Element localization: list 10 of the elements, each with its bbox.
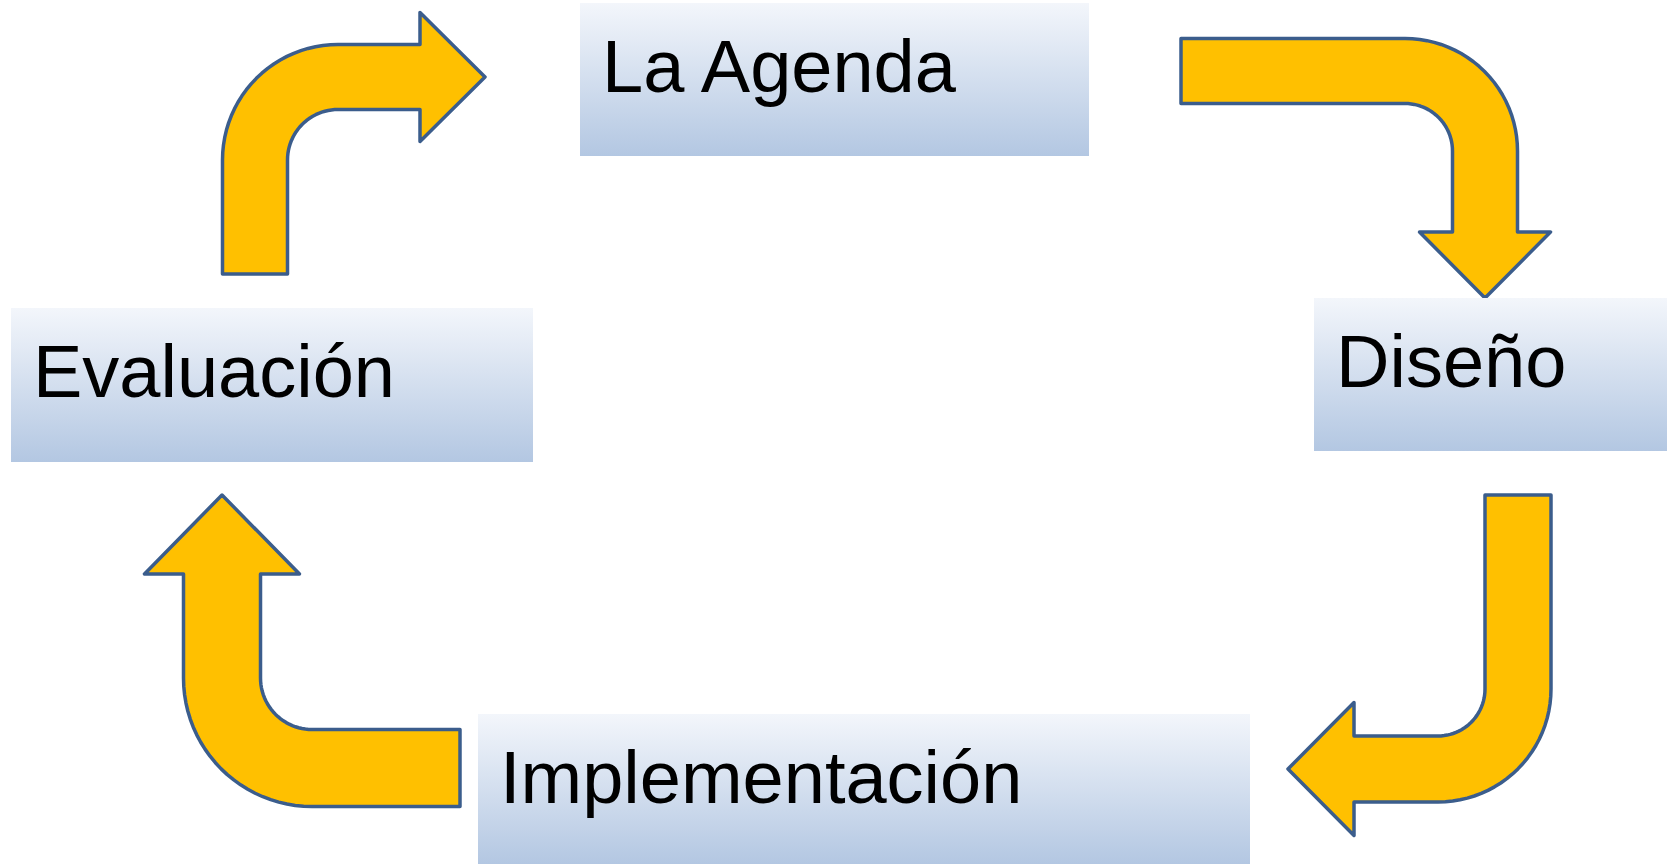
stage-box	[580, 3, 1089, 156]
block-arrow	[220, 10, 487, 276]
stage-box	[1314, 298, 1667, 451]
block-arrow	[142, 493, 462, 809]
stage-label: Evaluación	[33, 335, 395, 409]
block-arrow	[1179, 36, 1553, 300]
stage-box	[478, 714, 1250, 864]
stage-box	[11, 308, 533, 462]
block-arrow	[1286, 493, 1553, 838]
stage-label: Diseño	[1336, 325, 1567, 399]
